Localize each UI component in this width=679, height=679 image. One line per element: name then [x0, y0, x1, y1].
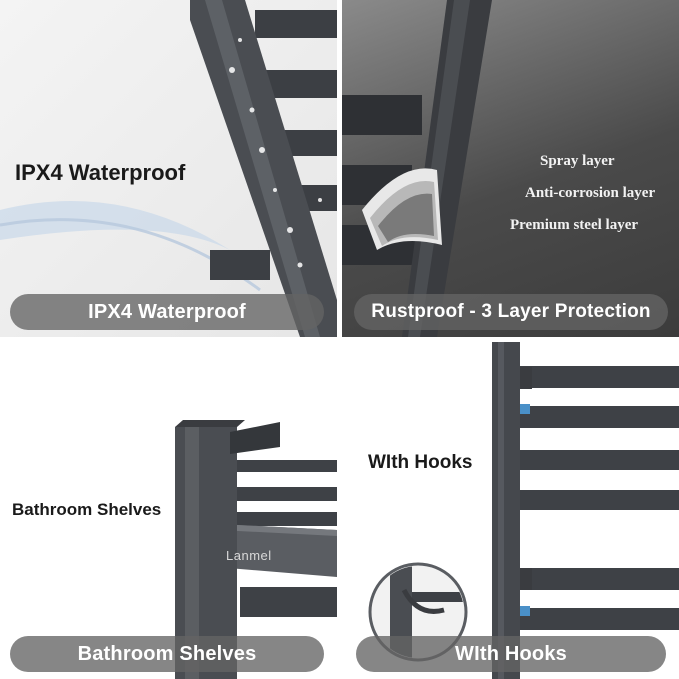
rustproof-pill-label: Rustproof - 3 Layer Protection — [354, 294, 668, 330]
waterproof-heading: IPX4 Waterproof — [15, 160, 186, 185]
shelves-pill-label: Bathroom Shelves — [10, 636, 324, 672]
hooks-rail-illustration — [368, 342, 679, 679]
hooks-panel: WIth Hooks WIth Hooks — [342, 342, 679, 679]
shelves-heading: Bathroom Shelves — [12, 500, 162, 519]
waterproof-rail-illustration — [0, 0, 337, 337]
hooks-pill-label: WIth Hooks — [356, 636, 666, 672]
layer-label-premium-steel: Premium steel layer — [510, 217, 639, 233]
rustproof-panel: Spray layer Anti-corrosion layer Premium… — [342, 0, 679, 337]
waterproof-pill-label: IPX4 Waterproof — [10, 294, 324, 330]
brand-logo: Lanmel — [226, 548, 272, 563]
layer-label-anti-corrosion: Anti-corrosion layer — [525, 185, 656, 201]
waterproof-panel: IPX4 Waterproof IPX4 Waterproof — [0, 0, 337, 337]
horizontal-divider — [0, 337, 679, 342]
hooks-heading: WIth Hooks — [368, 452, 473, 473]
layer-label-spray: Spray layer — [540, 153, 615, 169]
shelves-panel: Bathroom Shelves Lanmel Bathroom Shelves — [0, 342, 337, 679]
layer-cross-section-illustration — [342, 0, 492, 337]
